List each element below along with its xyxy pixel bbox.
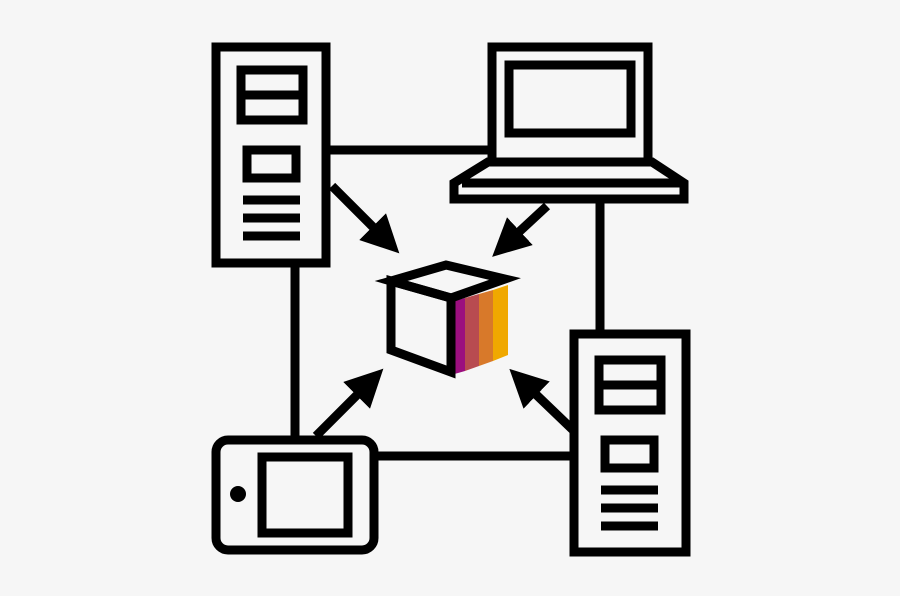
arrow-tablet-to-cube — [312, 368, 384, 440]
tablet-home-button-icon — [230, 486, 246, 502]
tablet-icon — [211, 435, 379, 555]
server-tower-icon — [569, 329, 691, 557]
arrow-server-left-to-cube — [328, 182, 400, 254]
cube-stripe — [465, 294, 479, 371]
cube-icon — [374, 260, 521, 379]
arrow-server-right-to-cube — [509, 368, 577, 434]
server-tower-icon — [211, 42, 331, 268]
laptop-icon — [449, 42, 689, 204]
arrow-laptop-to-cube — [492, 202, 551, 257]
cube-stripe — [493, 285, 508, 361]
cube-stripe — [479, 290, 493, 366]
